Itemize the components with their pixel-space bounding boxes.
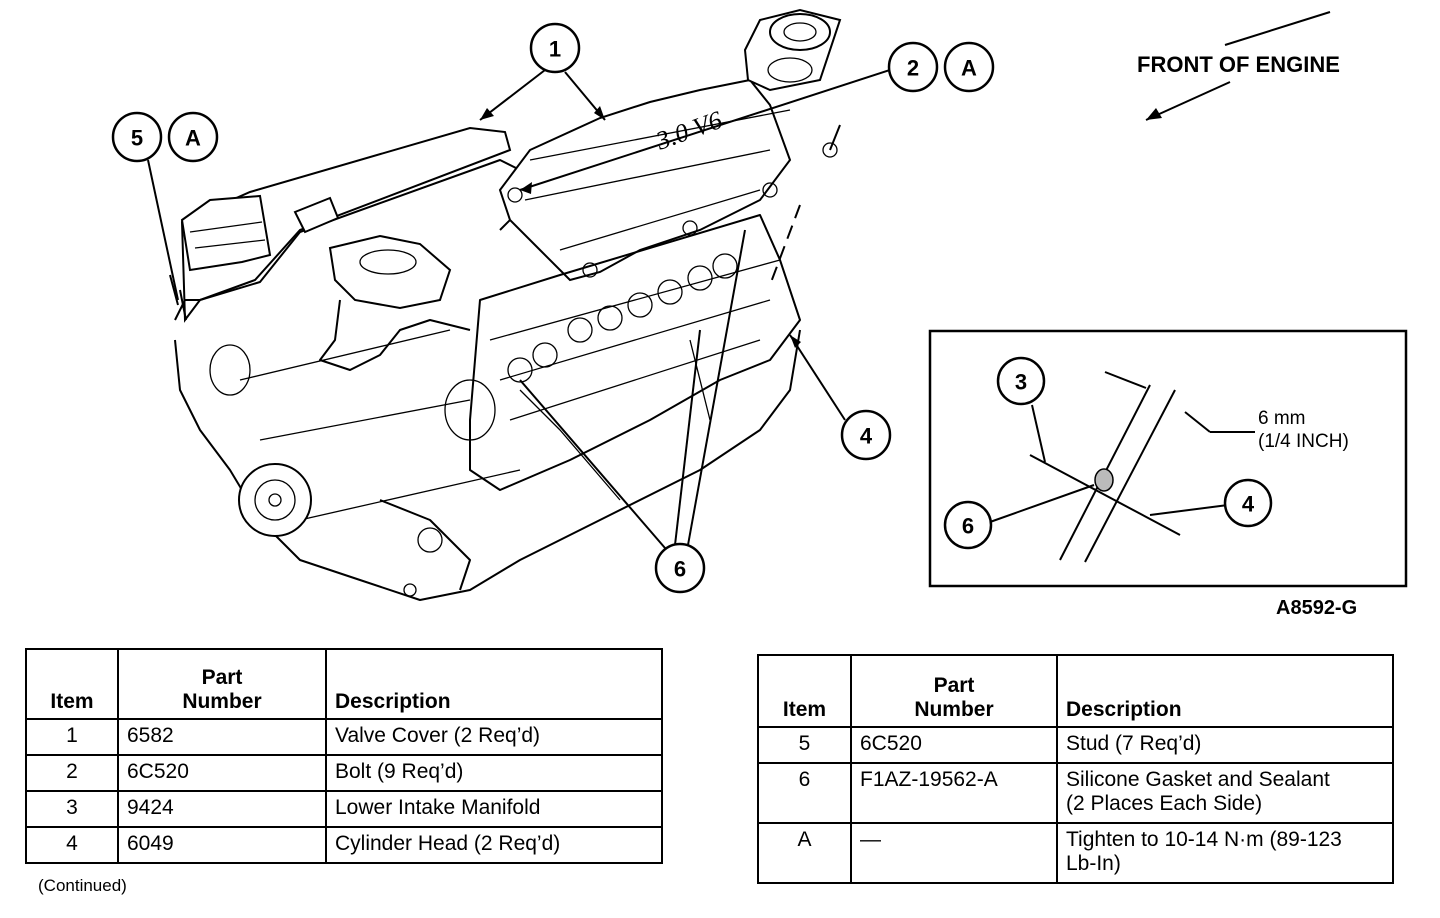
table-header-row: Item Part Number Description — [25, 648, 663, 720]
header-part-number-line1: Part — [933, 674, 975, 697]
callout-a-left: A — [167, 111, 219, 163]
svg-text:5: 5 — [131, 126, 143, 151]
cell-part-number: — — [850, 822, 1058, 884]
cell-item: 6 — [757, 762, 852, 824]
header-part-number-line2: Number — [914, 698, 994, 721]
cell-item: 1 — [25, 718, 119, 756]
detail-inset — [928, 329, 1408, 588]
cell-description-line2: (2 Places Each Side) — [1066, 792, 1263, 815]
cell-description-line1: Tighten to 10-14 N·m (89-123 — [1066, 828, 1342, 851]
cell-description: Lower Intake Manifold — [325, 790, 663, 828]
cell-part-number: 6582 — [117, 718, 327, 756]
callout-2: 2 — [887, 41, 939, 93]
svg-text:4: 4 — [1242, 492, 1255, 517]
header-description: Description — [325, 648, 663, 720]
inset-callout-3: 3 — [996, 356, 1046, 406]
header-part-number-line1: Part — [201, 666, 243, 689]
cell-description-line1: Silicone Gasket and Sealant — [1066, 768, 1330, 791]
cell-part-number: 6049 — [117, 826, 327, 864]
table-row: 2 6C520 Bolt (9 Req’d) — [25, 754, 663, 792]
header-part-number-line2: Number — [182, 690, 262, 713]
table-row: 6 F1AZ-19562-A Silicone Gasket and Seala… — [757, 762, 1394, 824]
parts-table-left: Item Part Number Description 1 6582 Valv… — [25, 648, 663, 864]
svg-text:6: 6 — [962, 514, 974, 539]
cell-description-line2: Lb-In) — [1066, 852, 1121, 875]
front-of-engine-label: FRONT OF ENGINE — [1137, 52, 1340, 77]
svg-text:A: A — [185, 126, 201, 151]
cell-part-number: F1AZ-19562-A — [850, 762, 1058, 824]
table-row: 5 6C520 Stud (7 Req’d) — [757, 726, 1394, 764]
inset-dimension-mm: 6 mm — [1258, 408, 1306, 429]
callout-a-top: A — [943, 41, 995, 93]
callout-4: 4 — [840, 409, 892, 461]
cell-part-number: 9424 — [117, 790, 327, 828]
cell-description: Bolt (9 Req’d) — [325, 754, 663, 792]
cell-description: Cylinder Head (2 Req’d) — [325, 826, 663, 864]
cell-item: 2 — [25, 754, 119, 792]
header-description: Description — [1056, 654, 1394, 728]
header-part-number: Part Number — [117, 648, 327, 720]
figure-id: A8592-G — [1276, 597, 1358, 619]
cell-item: 4 — [25, 826, 119, 864]
svg-text:4: 4 — [860, 424, 873, 449]
table-header-row: Item Part Number Description — [757, 654, 1394, 728]
callout-leaders — [147, 11, 1331, 549]
cell-part-number: 6C520 — [117, 754, 327, 792]
table-row: 3 9424 Lower Intake Manifold — [25, 790, 663, 828]
svg-text:6: 6 — [674, 557, 686, 582]
header-item: Item — [757, 654, 852, 728]
header-item: Item — [25, 648, 119, 720]
callout-5: 5 — [111, 111, 163, 163]
cell-description: Valve Cover (2 Req’d) — [325, 718, 663, 756]
table-row: A — Tighten to 10-14 N·m (89-123 Lb-In) — [757, 822, 1394, 884]
table-row: 1 6582 Valve Cover (2 Req’d) — [25, 718, 663, 756]
svg-text:2: 2 — [907, 56, 919, 81]
engine-illustration: 3.0 V6 — [169, 8, 842, 601]
svg-text:3: 3 — [1015, 370, 1027, 395]
continued-note: (Continued) — [38, 876, 127, 895]
cell-item: 3 — [25, 790, 119, 828]
inset-callout-6: 6 — [943, 500, 993, 550]
cell-description: Tighten to 10-14 N·m (89-123 Lb-In) — [1056, 822, 1394, 884]
svg-text:A: A — [961, 56, 977, 81]
header-part-number: Part Number — [850, 654, 1058, 728]
svg-text:1: 1 — [549, 37, 561, 62]
table-row: 4 6049 Cylinder Head (2 Req’d) — [25, 826, 663, 864]
inset-dimension-in: (1/4 INCH) — [1258, 431, 1349, 452]
inset-callout-4: 4 — [1223, 478, 1273, 528]
cell-description: Silicone Gasket and Sealant (2 Places Ea… — [1056, 762, 1394, 824]
parts-table-right: Item Part Number Description 5 6C520 Stu… — [757, 654, 1394, 884]
cell-part-number: 6C520 — [850, 726, 1058, 764]
callout-1: 1 — [529, 22, 581, 74]
cell-item: 5 — [757, 726, 852, 764]
cell-description: Stud (7 Req’d) — [1056, 726, 1394, 764]
cell-item: A — [757, 822, 852, 884]
callout-6: 6 — [654, 542, 706, 594]
